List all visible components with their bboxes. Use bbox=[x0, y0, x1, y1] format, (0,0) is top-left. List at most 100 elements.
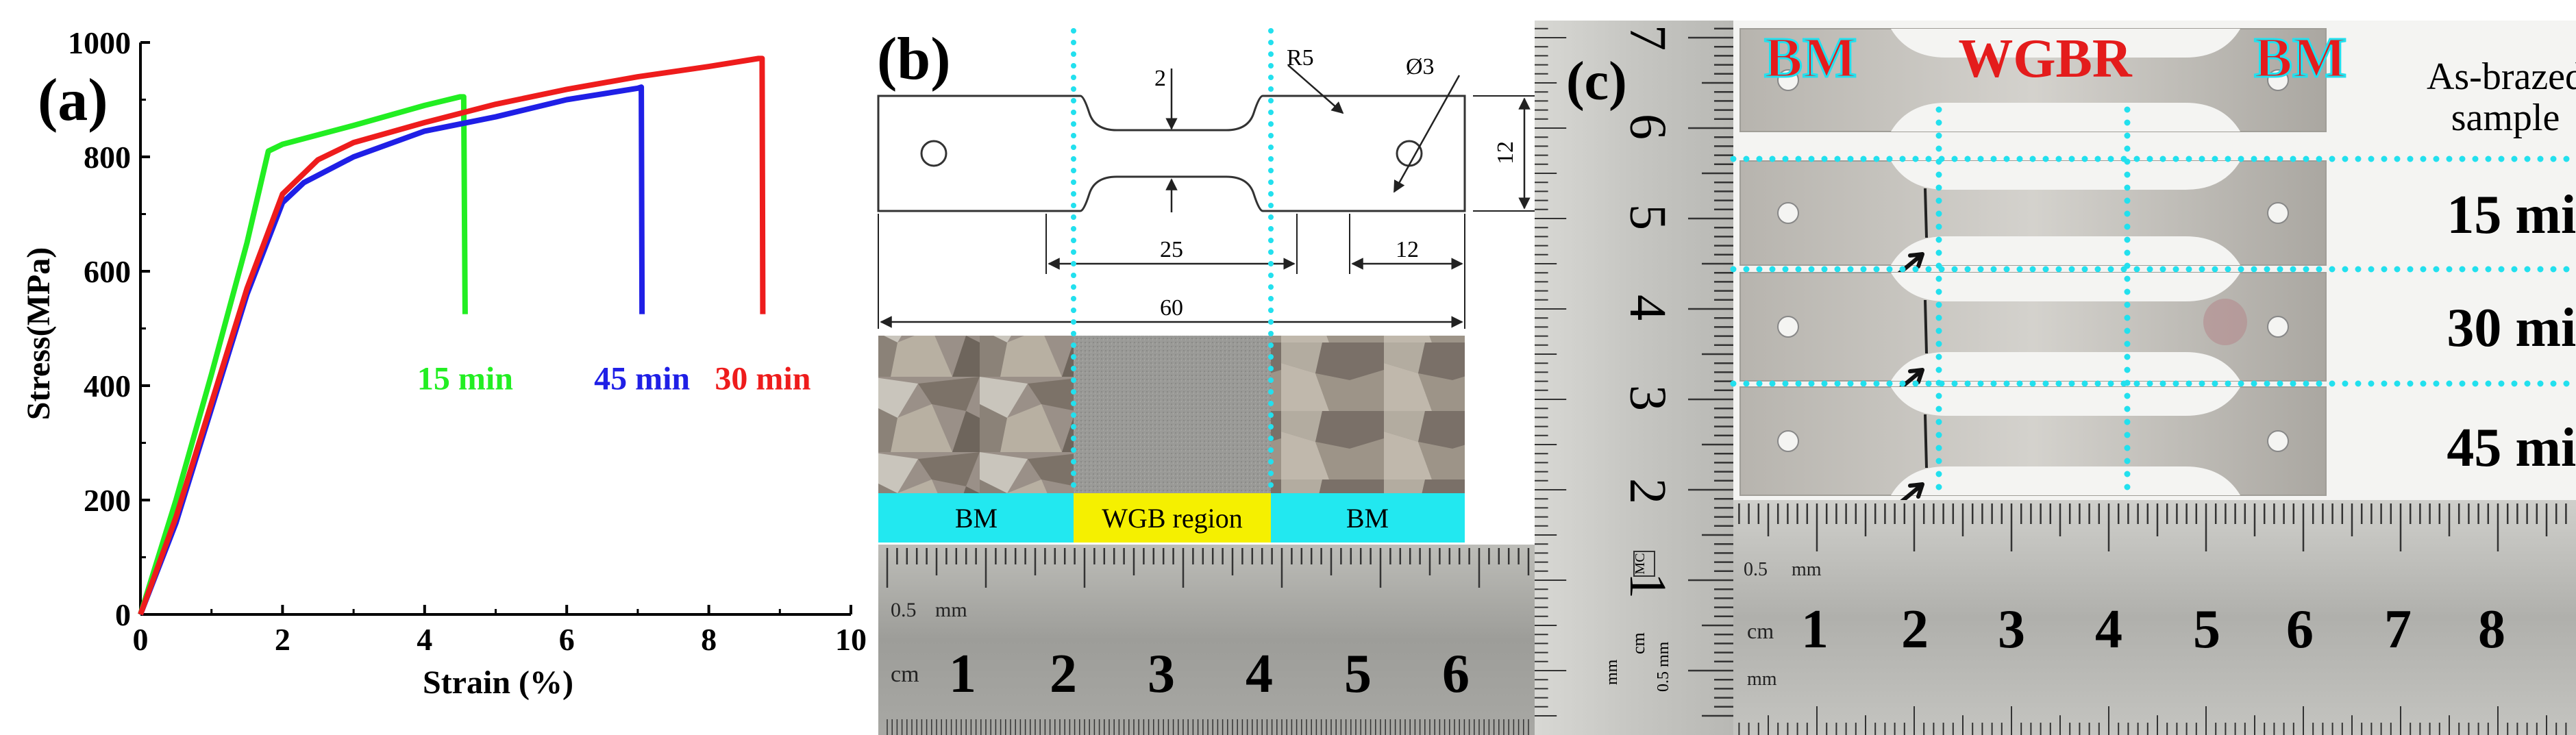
hruler-number: 5 bbox=[2193, 599, 2220, 660]
sample-hole-right bbox=[2267, 316, 2289, 338]
sample-hole-left bbox=[1777, 316, 1799, 338]
vruler-number: 5 bbox=[1619, 204, 1676, 230]
sample-photo-panel: 7 6 5 4 3 2 1 cm 0.5 mm mm MC 0.5 mm cm … bbox=[1535, 0, 2576, 735]
ruler-b-ticks bbox=[886, 548, 1530, 735]
dim-total: 60 bbox=[1160, 295, 1183, 321]
sample-hole-right bbox=[2267, 202, 2289, 224]
row-label-line: As-brazed bbox=[2427, 55, 2576, 98]
specimen-drawing-panel: (b) 2 R5 Ø3 12 25 12 60 bbox=[870, 0, 1535, 735]
x-tick-label: 2 bbox=[275, 622, 290, 657]
vruler-number: 7 bbox=[1619, 25, 1676, 51]
x-tick-label: 0 bbox=[133, 622, 149, 657]
chart-series-lines bbox=[138, 55, 766, 616]
vertical-ruler bbox=[1535, 21, 1733, 735]
vruler-sub: 0.5 mm bbox=[1655, 641, 1672, 692]
sample-hole-left bbox=[1777, 430, 1799, 452]
ruler-b-number: 4 bbox=[1246, 644, 1273, 704]
hruler-number: 4 bbox=[2095, 599, 2122, 660]
series-label: 15 min bbox=[417, 361, 513, 397]
row-label-30min: 30 min bbox=[2447, 298, 2576, 358]
vruler-cm: cm bbox=[1628, 632, 1648, 654]
series-label: 30 min bbox=[715, 361, 810, 397]
fracture-line bbox=[1924, 414, 1928, 469]
dim-hole: Ø3 bbox=[1406, 54, 1435, 79]
y-axis-label: Stress(MPa) bbox=[21, 247, 57, 420]
panel-label-a: (a) bbox=[38, 67, 108, 134]
label-bm-right: BM bbox=[2254, 26, 2346, 90]
y-tick-label: 0 bbox=[115, 597, 131, 632]
sample-hole-left bbox=[1777, 69, 1799, 91]
dim-radius: R5 bbox=[1287, 45, 1314, 71]
vruler-mc-logo: MC bbox=[1633, 553, 1648, 574]
vertical-ruler-ticks bbox=[1535, 27, 1733, 717]
hruler-unit: cm bbox=[1747, 619, 1774, 643]
bm-micrograph-left bbox=[878, 336, 1074, 493]
neck-cutout-top bbox=[1891, 29, 2240, 58]
wgb-strip bbox=[1074, 493, 1271, 543]
panel-label-b: (b) bbox=[877, 26, 951, 92]
strip-label-bm-left: BM bbox=[955, 503, 998, 534]
ruler-b-number: 3 bbox=[1148, 644, 1175, 704]
samples bbox=[1739, 28, 2327, 512]
vruler-number: 3 bbox=[1619, 385, 1676, 411]
x-tick-label: 4 bbox=[417, 622, 432, 657]
horizontal-ruler bbox=[1733, 500, 2576, 735]
hruler-sub: 0.5 bbox=[1744, 559, 1768, 580]
series-line-15min bbox=[138, 94, 468, 616]
y-tick-label: 800 bbox=[84, 140, 131, 175]
dim-thickness: 2 bbox=[1154, 66, 1166, 91]
x-tick-label: 8 bbox=[701, 622, 717, 657]
neck-cutout-bottom bbox=[1891, 103, 2240, 132]
hruler-mm-bottom: mm bbox=[1747, 669, 1777, 690]
row-label-45min: 45 min bbox=[2447, 418, 2576, 478]
sample-hole-right bbox=[2267, 69, 2289, 91]
vertical-ruler-numbers: 7 6 5 4 3 2 1 bbox=[1619, 25, 1676, 599]
hruler-mm: mm bbox=[1792, 559, 1822, 580]
panel-label-c: (c) bbox=[1566, 51, 1627, 112]
dim-grip: 12 bbox=[1396, 237, 1419, 262]
dim-height: 12 bbox=[1493, 141, 1518, 164]
strip-label-bm-right: BM bbox=[1346, 503, 1389, 534]
y-tick-label: 200 bbox=[84, 483, 131, 518]
x-tick-label: 6 bbox=[559, 622, 575, 657]
vruler-number: 6 bbox=[1619, 114, 1676, 140]
neck-cutout-bottom bbox=[1891, 352, 2240, 381]
series-label: 45 min bbox=[594, 361, 690, 397]
vruler-mm: mm bbox=[1603, 659, 1621, 685]
vruler-number: 1 bbox=[1619, 573, 1676, 599]
bm-strip-left bbox=[878, 493, 1074, 543]
specimen-drawing: (b) 2 R5 Ø3 12 25 12 60 bbox=[877, 26, 1535, 735]
fracture-line bbox=[1924, 188, 1928, 238]
sample-photo: 7 6 5 4 3 2 1 cm 0.5 mm mm MC 0.5 mm cm … bbox=[1535, 21, 2576, 735]
hruler-number: 2 bbox=[1901, 599, 1929, 660]
hruler-number: 7 bbox=[2384, 599, 2412, 660]
ruler-b-number: 6 bbox=[1442, 644, 1470, 704]
x-axis-label: Strain (%) bbox=[423, 664, 573, 701]
chart-series-labels: 15 min 45 min 30 min bbox=[417, 361, 811, 397]
neck-cutout-bottom bbox=[1891, 236, 2240, 265]
neck-cutout-top bbox=[1891, 161, 2240, 190]
hruler-number: 8 bbox=[2478, 599, 2505, 660]
horizontal-ruler-numbers: 1 2 3 4 5 6 7 8 bbox=[1801, 599, 2505, 660]
ruler-b-number: 2 bbox=[1050, 644, 1077, 704]
strip-label-wgb: WGB region bbox=[1102, 503, 1243, 534]
ruler-b-numbers: 1 2 3 4 5 6 bbox=[949, 644, 1470, 704]
hruler-number: 3 bbox=[1998, 599, 2025, 660]
fracture-line bbox=[1924, 299, 1928, 354]
neck-cutout-top bbox=[1891, 273, 2240, 301]
specimen-outline bbox=[877, 95, 1466, 212]
ruler-b-number: 5 bbox=[1344, 644, 1372, 704]
left-hole bbox=[920, 140, 948, 167]
label-bm-left: BM bbox=[1764, 26, 1857, 90]
bm-strip-right bbox=[1271, 493, 1465, 543]
series-line-30min bbox=[138, 55, 766, 616]
ruler-b-unit: cm bbox=[891, 662, 919, 687]
y-tick-label: 1000 bbox=[68, 25, 131, 60]
dim-gauge: 25 bbox=[1160, 237, 1183, 262]
hruler-number: 6 bbox=[2286, 599, 2314, 660]
guide-lines-c bbox=[1730, 106, 2576, 503]
